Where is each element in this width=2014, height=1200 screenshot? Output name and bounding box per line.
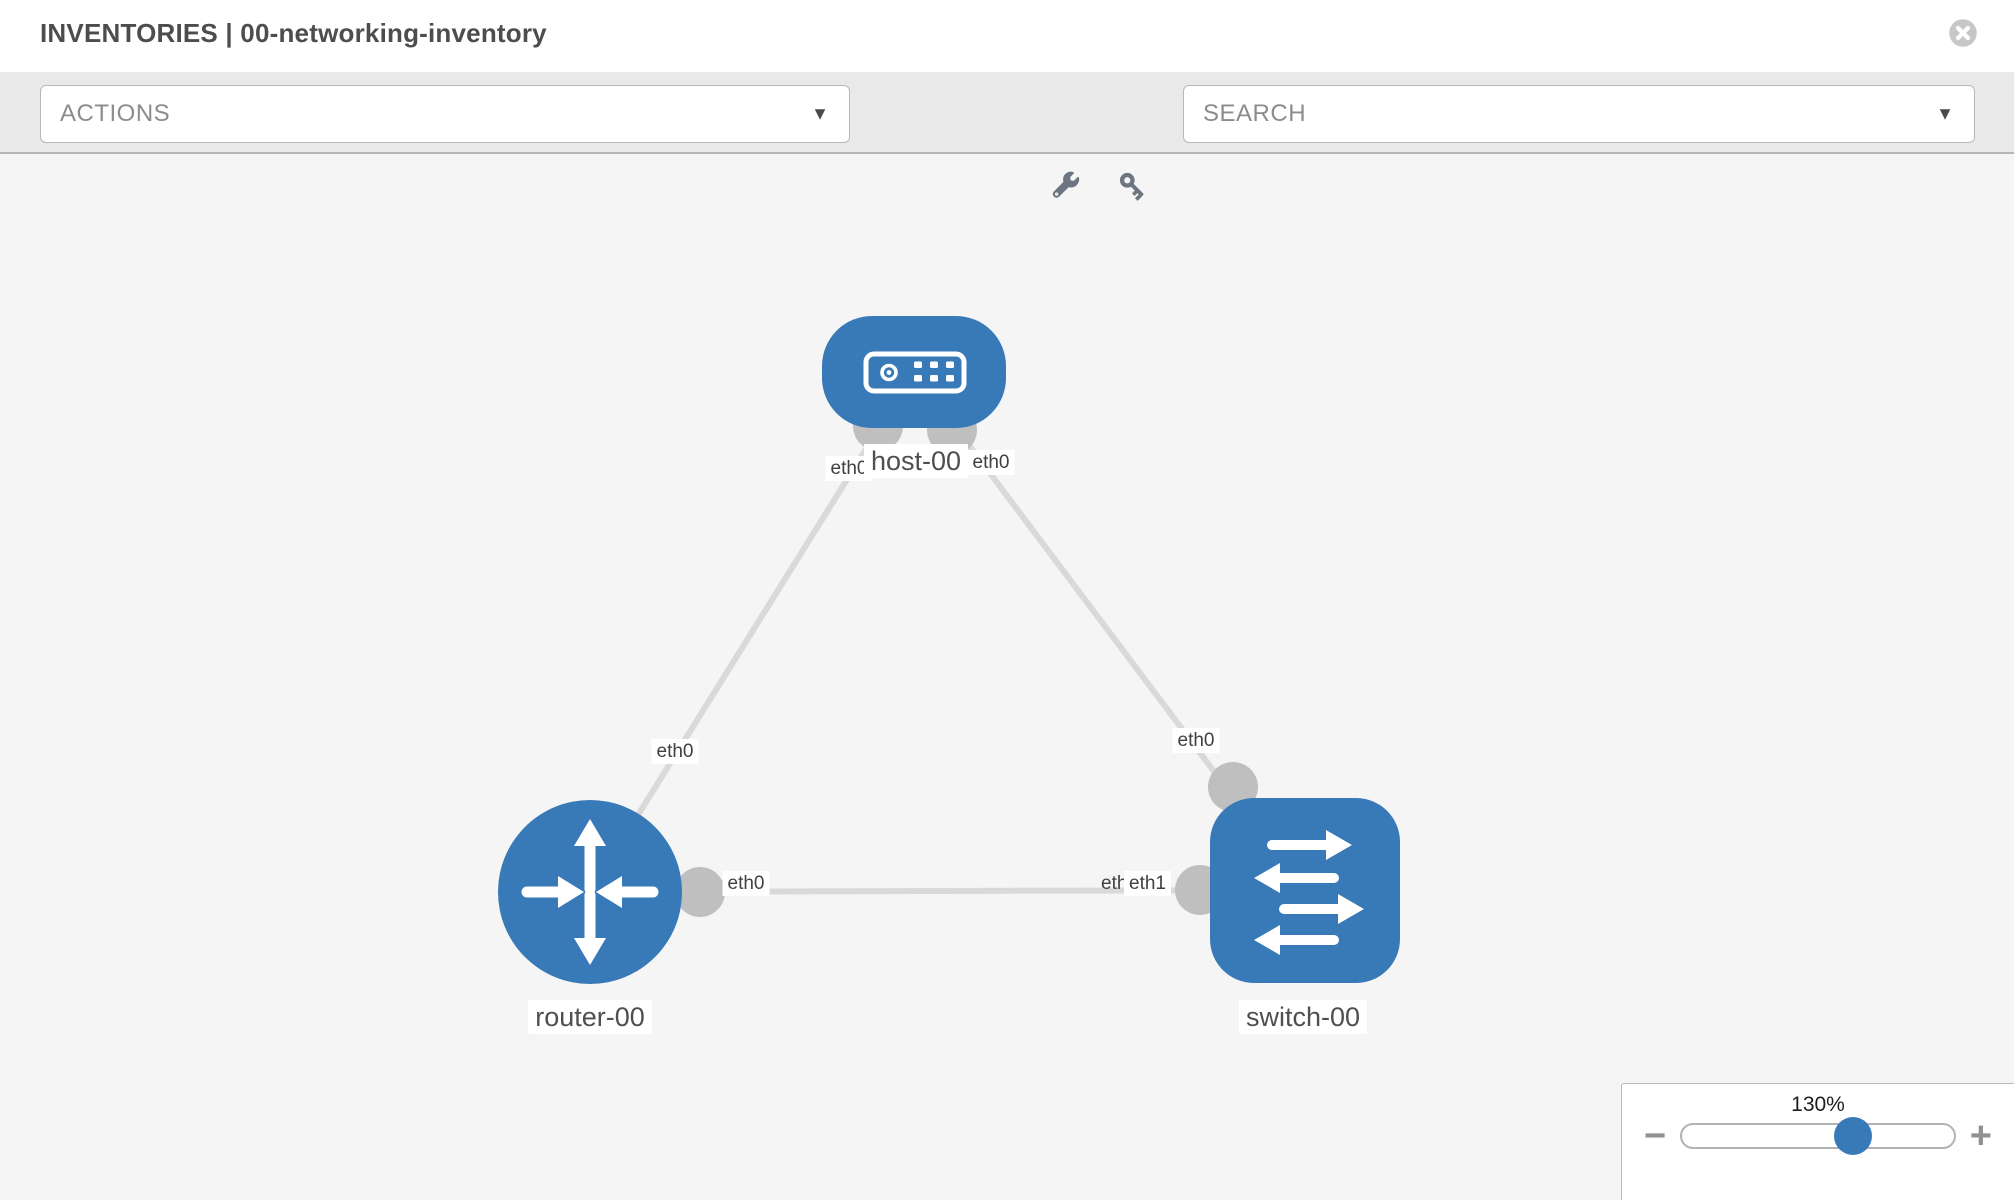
node-switch-00[interactable] xyxy=(1210,798,1400,983)
chevron-down-icon: ▼ xyxy=(811,103,829,124)
wrench-icon[interactable] xyxy=(1048,169,1082,203)
search-dropdown-label: SEARCH xyxy=(1203,100,1307,127)
interface-point-router-eth0 xyxy=(675,867,725,917)
interface-label-router-diag: eth0 xyxy=(651,739,699,764)
interface-points xyxy=(675,401,1258,917)
header: INVENTORIES | 00-networking-inventory xyxy=(0,0,2014,72)
search-dropdown[interactable]: SEARCH ▼ xyxy=(1183,85,1975,143)
node-label-host: host-00 xyxy=(863,444,969,478)
zoom-slider-track[interactable] xyxy=(1680,1117,1956,1155)
node-router-00[interactable] xyxy=(498,800,682,984)
actions-dropdown-label: ACTIONS xyxy=(60,100,171,127)
zoom-level-value: 130% xyxy=(1791,1093,1845,1116)
router-icon xyxy=(521,819,659,965)
interface-label-mid-right-front: eth1 xyxy=(1124,871,1171,896)
node-label-router: router-00 xyxy=(528,1000,652,1034)
switch-icon xyxy=(1254,830,1364,955)
interface-label-mid-left: eth0 xyxy=(722,871,770,896)
actions-dropdown[interactable]: ACTIONS ▼ xyxy=(40,85,850,143)
page-title: INVENTORIES | 00-networking-inventory xyxy=(40,18,547,48)
zoom-slider-thumb[interactable] xyxy=(1834,1117,1873,1155)
topology-canvas[interactable] xyxy=(0,154,2014,1200)
node-label-switch: switch-00 xyxy=(1238,1000,1368,1034)
toolbar: ACTIONS ▼ SEARCH ▼ xyxy=(0,72,2014,201)
node-host-00[interactable] xyxy=(822,316,1006,428)
zoom-panel: 130% − + xyxy=(1621,1083,2014,1200)
host-icon xyxy=(863,351,967,394)
zoom-out-button[interactable]: − xyxy=(1644,1115,1667,1157)
interface-label-host-right: eth0 xyxy=(967,450,1015,475)
interface-label-switch-diag: eth0 xyxy=(1172,728,1220,753)
close-icon[interactable] xyxy=(1948,18,1978,48)
chevron-down-icon: ▼ xyxy=(1936,103,1954,124)
zoom-in-button[interactable]: + xyxy=(1969,1115,1992,1157)
key-icon[interactable] xyxy=(1116,169,1150,203)
